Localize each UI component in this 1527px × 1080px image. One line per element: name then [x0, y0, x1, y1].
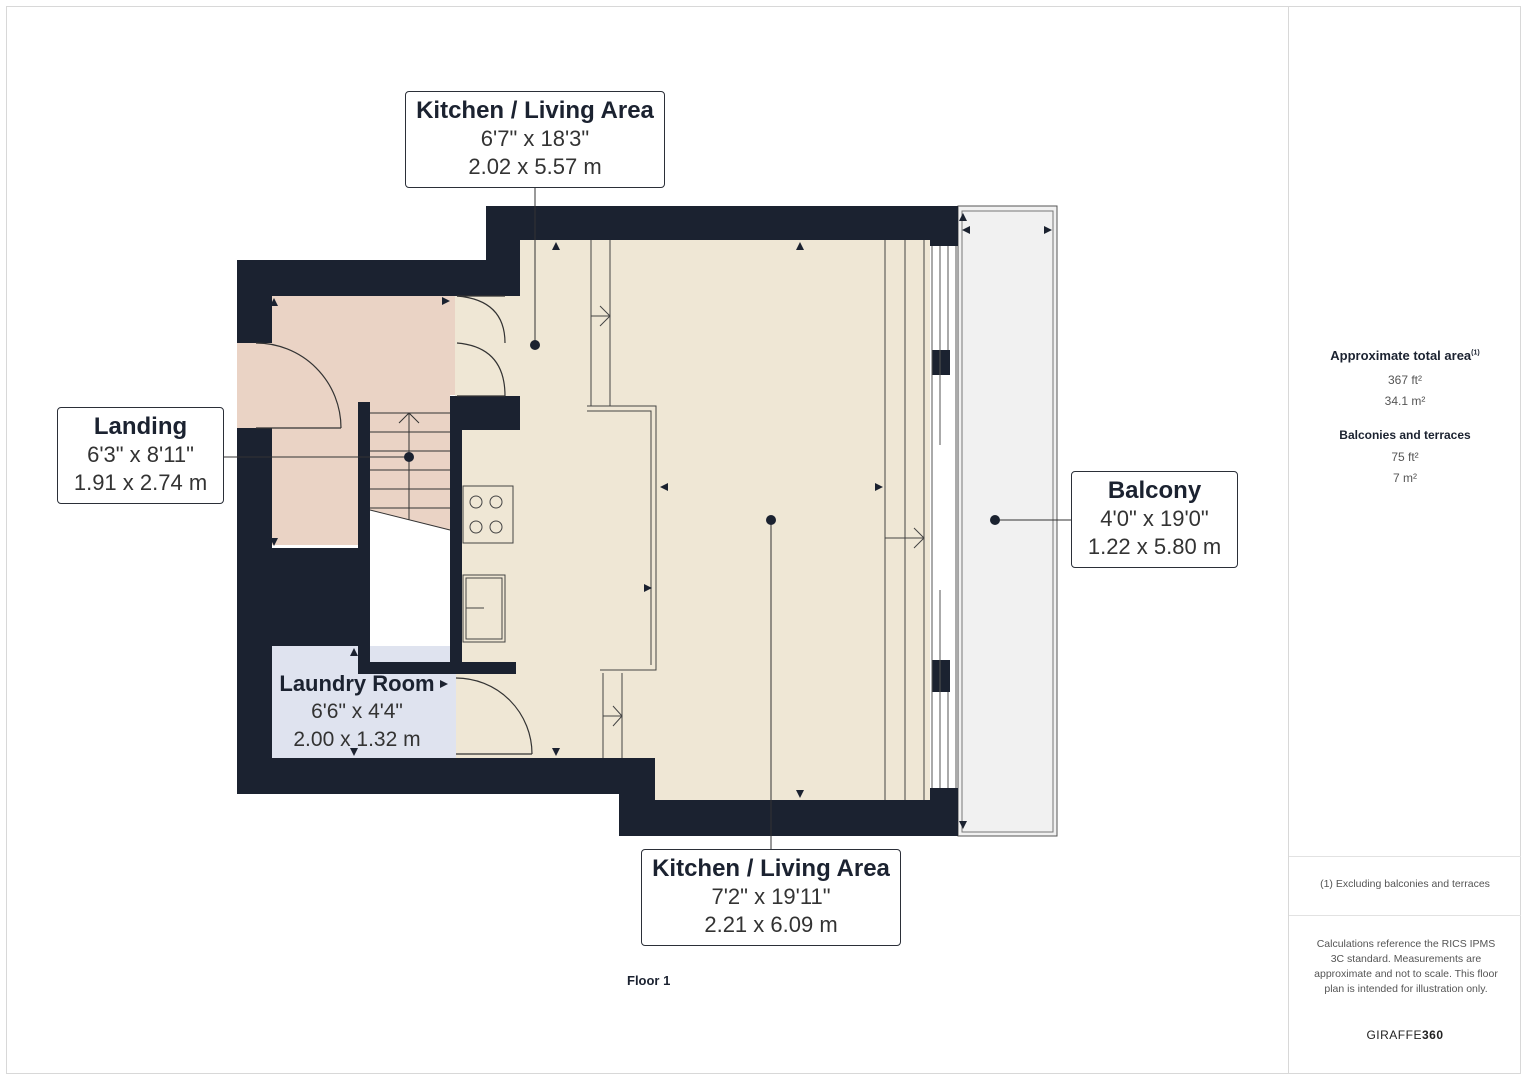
- divider: [1289, 856, 1521, 857]
- room-dimension-metric: 1.22 x 5.80 m: [1087, 534, 1222, 559]
- walls: [237, 206, 958, 836]
- brand-logo: GIRAFFE360: [1366, 1028, 1444, 1042]
- total-area-title: Approximate total area(1): [1330, 348, 1480, 363]
- room-dimension-imperial: 4'0" x 19'0": [1100, 506, 1209, 531]
- room-name: Kitchen / Living Area: [652, 855, 890, 882]
- room-dimension-metric: 2.00 x 1.32 m: [293, 728, 421, 751]
- room-dimension-metric: 1.91 x 2.74 m: [73, 470, 208, 495]
- room-label-balcony: Balcony 4'0" x 19'0" 1.22 x 5.80 m: [1071, 471, 1238, 568]
- balconies-area-ft: 75 ft²: [1391, 450, 1419, 464]
- page-frame: [6, 6, 1521, 1074]
- area-summary-panel: Approximate total area(1) 367 ft² 34.1 m…: [1288, 6, 1521, 1074]
- footnote-text: (1) Excluding balconies and terraces: [1320, 878, 1490, 890]
- total-area-m: 34.1 m²: [1384, 394, 1426, 408]
- room-name: Balcony: [1107, 477, 1202, 504]
- divider: [1289, 915, 1521, 916]
- room-name: Kitchen / Living Area: [416, 97, 654, 124]
- floor-label: Floor 1: [627, 973, 671, 988]
- kitchen-living-area: [455, 240, 930, 800]
- room-label-laundry: Laundry Room 6'6" x 4'4" 2.00 x 1.32 m: [262, 670, 452, 754]
- room-dimension-metric: 2.21 x 6.09 m: [704, 912, 838, 937]
- landing-area: [237, 296, 455, 545]
- footnote-marker: (1): [1471, 349, 1480, 357]
- room-name: Laundry Room: [279, 671, 435, 696]
- room-name: Landing: [93, 413, 188, 440]
- room-dimension-imperial: 6'3" x 8'11": [87, 442, 194, 467]
- room-dimension-imperial: 6'6" x 4'4": [311, 700, 403, 723]
- room-label-kitchen-top: Kitchen / Living Area 6'7" x 18'3" 2.02 …: [405, 91, 665, 188]
- balconies-area-m: 7 m²: [1393, 471, 1417, 485]
- disclaimer-text: Calculations reference the RICS IPMS 3C …: [1314, 938, 1498, 995]
- room-dimension-imperial: 6'7" x 18'3": [480, 126, 590, 151]
- room-label-landing: Landing 6'3" x 8'11" 1.91 x 2.74 m: [57, 407, 224, 504]
- room-dimension-metric: 2.02 x 5.57 m: [468, 154, 602, 179]
- total-area-ft: 367 ft²: [1387, 373, 1423, 387]
- room-dimension-imperial: 7'2" x 19'11": [711, 884, 831, 909]
- room-label-kitchen-bottom: Kitchen / Living Area 7'2" x 19'11" 2.21…: [641, 849, 901, 946]
- balconies-title: Balconies and terraces: [1339, 428, 1471, 442]
- balcony-area: [957, 205, 1058, 837]
